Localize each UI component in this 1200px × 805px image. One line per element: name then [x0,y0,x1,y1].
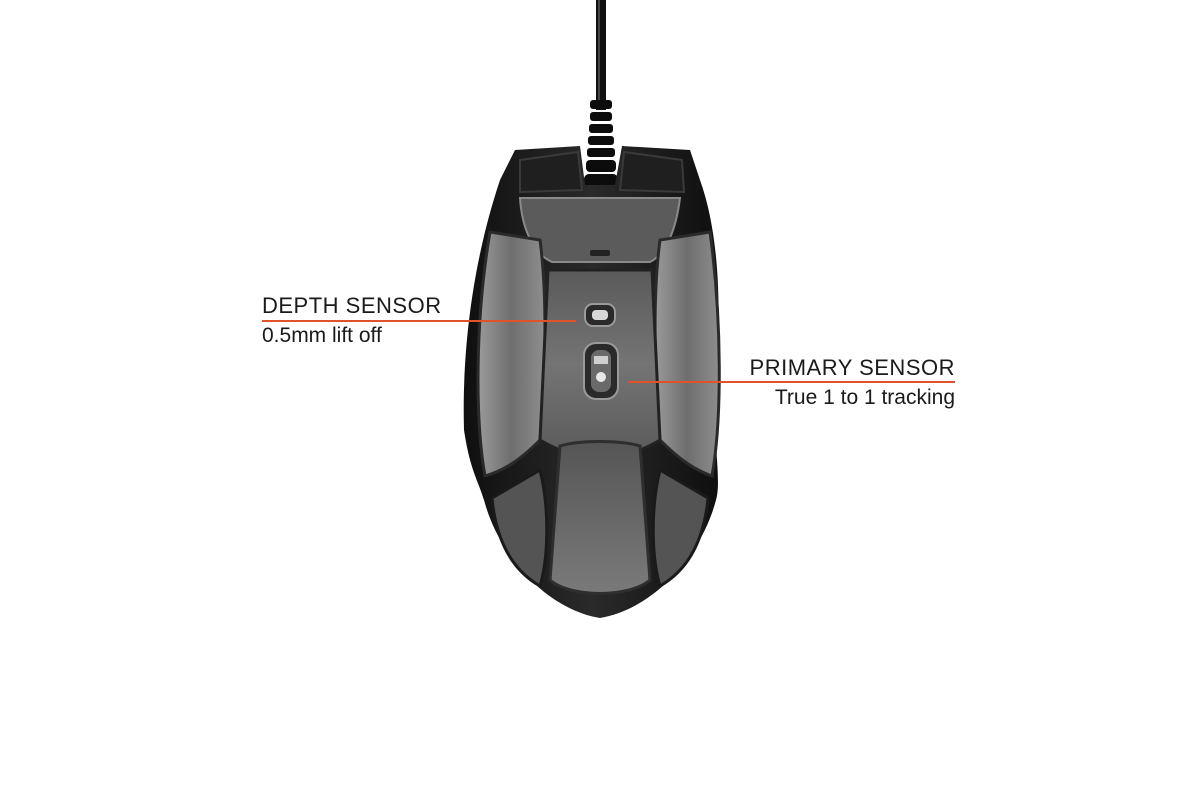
left-side-panel [476,230,547,478]
primary-sensor-title: PRIMARY SENSOR [749,355,955,380]
depth-sensor-subtitle: 0.5mm lift off [262,324,382,347]
right-side-panel [653,230,721,479]
top-glide-pad [518,197,682,263]
bottom-glide-pad [548,440,652,595]
primary-sensor-callout: PRIMARY SENSOR True 1 to 1 tracking [750,356,955,410]
depth-sensor-window [584,303,616,327]
depth-sensor-title: DEPTH SENSOR [262,293,442,318]
depth-sensor-callout: DEPTH SENSOR 0.5mm lift off [262,294,442,348]
primary-sensor-subtitle: True 1 to 1 tracking [774,386,955,409]
cable [584,0,618,188]
primary-sensor-window [583,342,619,400]
